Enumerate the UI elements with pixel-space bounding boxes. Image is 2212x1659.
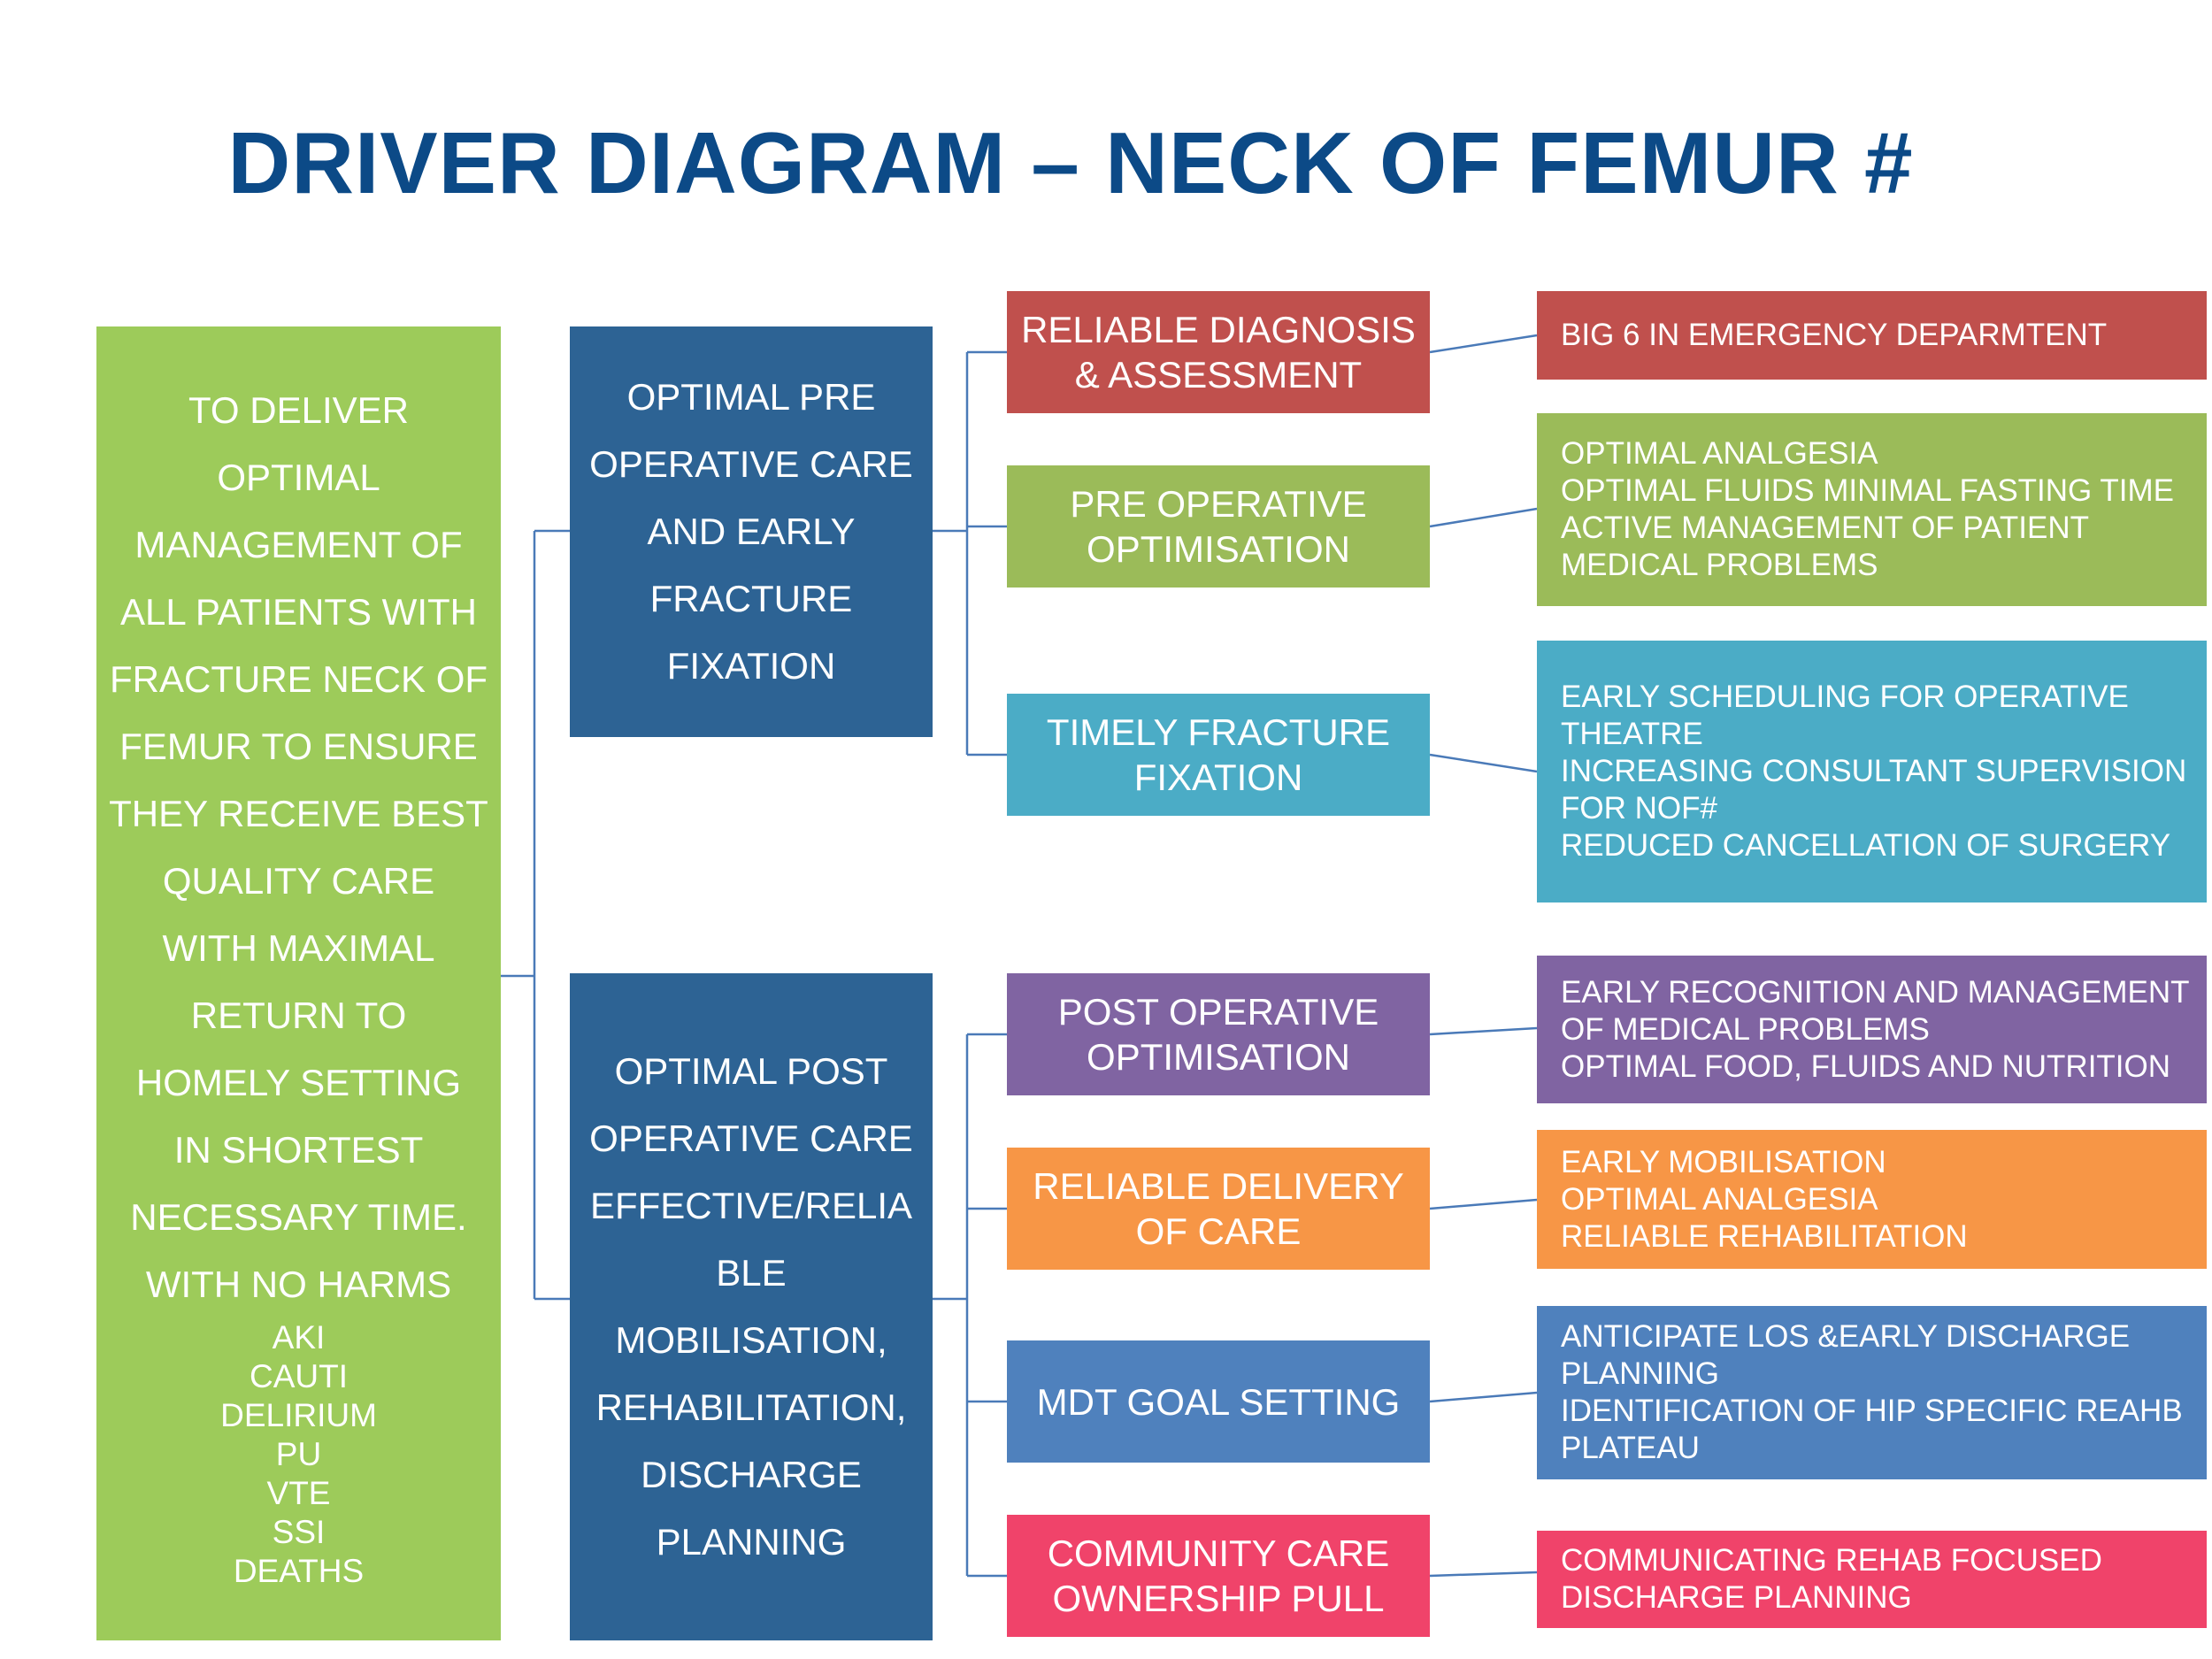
text-line: FRACTURE NECK OF	[110, 657, 488, 700]
text-line: OPERATIVE CARE	[589, 1118, 913, 1159]
text-line: OPTIMISATION	[1087, 1036, 1350, 1078]
primary-driver-post-operative: OPTIMAL POST OPERATIVE CARE EFFECTIVE/RELI…	[570, 973, 933, 1640]
connector-change-1	[1429, 507, 1538, 528]
text-line: OF MEDICAL PROBLEMS	[1561, 1011, 1930, 1047]
text-line: & ASSESSMENT	[1074, 354, 1363, 396]
connector-change-4	[1429, 1198, 1538, 1210]
text-line: OWNERSHIP PULL	[1052, 1578, 1385, 1619]
text-line: NECESSARY TIME.	[130, 1195, 467, 1238]
text-line: OPTIMAL POST	[614, 1050, 888, 1092]
text-line: RELIABLE REHABILITATION	[1561, 1218, 1968, 1254]
text-line: OPTIMAL PRE	[626, 376, 876, 418]
text-line: OPTIMISATION	[1087, 528, 1350, 570]
text-line: PU	[275, 1435, 322, 1472]
secondary-driver-mdt-goal-setting: MDT GOAL SETTING	[1007, 1340, 1430, 1463]
text-line: IDENTIFICATION OF HIP SPECIFIC REAHB	[1561, 1394, 2183, 1428]
text-line: INCREASING CONSULTANT SUPERVISION	[1561, 754, 2187, 788]
text-line: WITH NO HARMS	[145, 1263, 452, 1305]
text-line: REHABILITATION,	[595, 1386, 907, 1428]
text-line: ALL PATIENTS WITH	[120, 590, 477, 633]
text-line: FRACTURE	[649, 578, 853, 619]
connector-change-3	[1429, 1026, 1538, 1036]
text-line: HOMELY SETTING	[135, 1061, 462, 1103]
text-line: AND EARLY	[647, 511, 856, 552]
text-line: OPTIMAL FLUIDS MINIMAL FASTING TIME	[1561, 473, 2174, 508]
text-line: WITH MAXIMAL	[162, 926, 435, 969]
text-line: OPTIMAL	[217, 456, 380, 498]
text-line: FIXATION	[666, 645, 836, 687]
text-line: FEMUR TO ENSURE	[119, 725, 478, 767]
diagram-title: DRIVER DIAGRAM – NECK OF FEMUR #	[227, 114, 1914, 211]
text-line: ACTIVE MANAGEMENT OF PATIENT	[1561, 511, 2089, 545]
connector-change-0	[1429, 334, 1538, 354]
text-line: DISCHARGE PLANNING	[1561, 1580, 1912, 1615]
text-line: TO DELIVER	[188, 388, 409, 431]
text-line: RELIABLE DELIVERY	[1033, 1165, 1404, 1207]
text-line: RETURN TO	[190, 994, 407, 1036]
text-line: BLE	[716, 1252, 787, 1294]
text-line: MEDICAL PROBLEMS	[1561, 548, 1878, 582]
connector-change-5	[1429, 1391, 1538, 1403]
text-line: VTE	[266, 1474, 331, 1511]
text-line: ANTICIPATE LOS &EARLY DISCHARGE	[1561, 1319, 2131, 1354]
text-line: EFFECTIVE/RELIA	[589, 1185, 913, 1226]
text-line: COMMUNITY CARE	[1047, 1532, 1390, 1574]
text-line: FOR NOF#	[1561, 791, 1717, 826]
text-line: MDT GOAL SETTING	[1036, 1380, 1401, 1423]
primary-driver-pre-operative: OPTIMAL PRE OPERATIVE CARE AND EARLY FRACTU…	[570, 326, 933, 737]
text-line: PLANNING	[656, 1521, 847, 1563]
text-line: RELIABLE DIAGNOSIS	[1021, 309, 1416, 350]
text-line: OPTIMAL ANALGESIA	[1561, 436, 1878, 471]
text-line: REDUCED CANCELLATION OF SURGERY	[1561, 828, 2171, 863]
text-line: QUALITY CARE	[162, 859, 435, 902]
text-line: OPTIMAL ANALGESIA	[1561, 1181, 1878, 1217]
text-line: DELIRIUM	[220, 1396, 377, 1433]
text-line: THEATRE	[1561, 717, 1703, 751]
aim-box: TO DELIVER OPTIMAL MANAGEMENT OF ALL PATIEN…	[96, 326, 501, 1640]
text-line: POST OPERATIVE	[1057, 991, 1379, 1033]
text-line: SSI	[272, 1513, 326, 1550]
text-line: OPTIMAL FOOD, FLUIDS AND NUTRITION	[1561, 1048, 2171, 1084]
text-line: PLANNING	[1561, 1356, 1719, 1391]
connector-change-2	[1429, 753, 1538, 773]
change-idea-big-6: BIG 6 IN EMERGENCY DEPARMTENT	[1537, 291, 2207, 380]
connector-change-6	[1429, 1571, 1538, 1578]
text-line: DEATHS	[233, 1552, 365, 1589]
text-line: COMMUNICATING REHAB FOCUSED	[1561, 1543, 2102, 1578]
text-line: TIMELY FRACTURE	[1046, 711, 1391, 753]
secondary-driver-reliable-diagnosis: RELIABLE DIAGNOSIS& ASSESSMENT	[1007, 291, 1430, 413]
text-line: MANAGEMENT OF	[134, 523, 463, 565]
text-line: EARLY MOBILISATION	[1561, 1144, 1886, 1179]
text-line: AKI	[272, 1318, 326, 1356]
text-line: DISCHARGE	[641, 1454, 862, 1495]
text-line: BIG 6 IN EMERGENCY DEPARMTENT	[1561, 318, 2108, 352]
text-line: MOBILISATION,	[615, 1319, 887, 1361]
text-line: FIXATION	[1133, 757, 1303, 798]
text-line: IN SHORTEST	[173, 1128, 424, 1171]
text-line: THEY RECEIVE BEST	[109, 792, 488, 834]
text-line: PRE OPERATIVE	[1070, 483, 1367, 525]
text-line: PLATEAU	[1561, 1431, 1700, 1465]
text-line: OPERATIVE CARE	[589, 443, 913, 485]
text-line: EARLY SCHEDULING FOR OPERATIVE	[1561, 680, 2129, 714]
text-line: EARLY RECOGNITION AND MANAGEMENT	[1561, 974, 2190, 1010]
text-line: OF CARE	[1135, 1210, 1302, 1252]
text-line: CAUTI	[250, 1357, 348, 1394]
